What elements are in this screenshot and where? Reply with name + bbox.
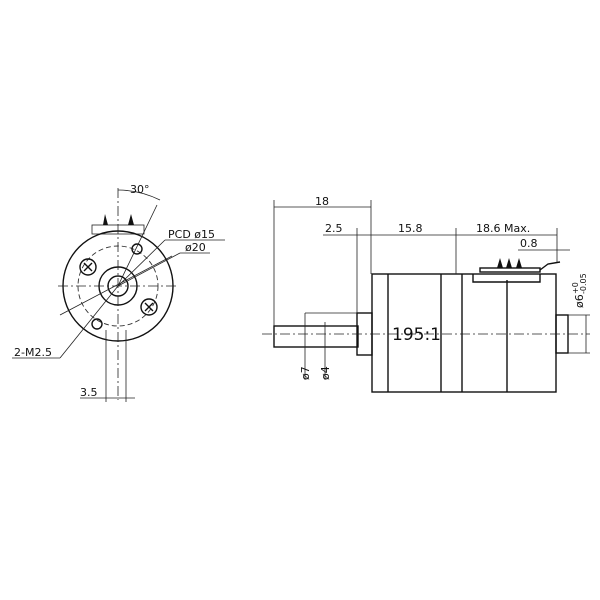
side-view: 195:1 18 2.5 15.8 18.6 Max. 0.8 ø7 ø4 ø6…	[262, 195, 590, 393]
terminal-pins	[103, 214, 134, 225]
mount-hole	[131, 243, 143, 255]
dim-shaft-flat: ø4	[319, 366, 332, 380]
terminal-lead	[539, 261, 561, 271]
offset-label: 3.5	[80, 386, 98, 399]
terminal-strip	[479, 267, 541, 273]
screw-icon	[79, 258, 97, 276]
output-shaft	[273, 325, 359, 348]
pcd-label: PCD ø15	[168, 228, 215, 241]
angle-label: 30°	[130, 183, 150, 196]
screw-icon	[140, 298, 158, 316]
terminal-pins	[497, 258, 522, 268]
dim-boss-dia: ø6	[573, 294, 586, 308]
dim-gearbox: 15.8	[398, 222, 423, 235]
diameter-label: ø20	[185, 241, 206, 254]
front-view: 30° PCD ø15 ø20 2-M2.5 3.5	[12, 183, 225, 402]
ratio-label: 195:1	[392, 325, 441, 345]
dim-collar: 2.5	[325, 222, 343, 235]
dim-boss: 0.8	[520, 237, 538, 250]
dim-shaft-outer: ø7	[299, 366, 312, 380]
dim-motor: 18.6 Max.	[476, 222, 530, 235]
dim-boss-tol-lower: -0.05	[579, 273, 588, 294]
mount-hole	[91, 318, 103, 330]
thread-label: 2-M2.5	[14, 346, 52, 359]
dim-overall-shaft: 18	[315, 195, 329, 208]
dim-boss-tol-upper: +0	[571, 282, 580, 294]
